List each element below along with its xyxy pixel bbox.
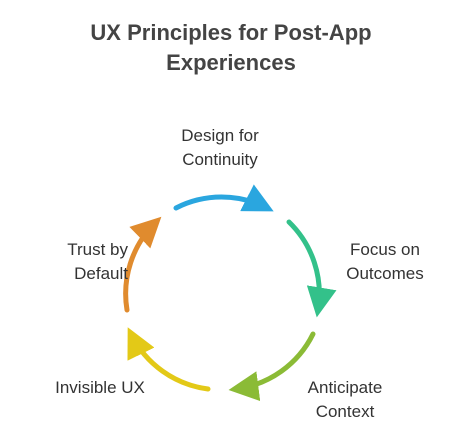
step-label-line: Outcomes xyxy=(346,264,424,283)
step-label-line: Design for xyxy=(181,126,259,145)
arrow-trust-to-design xyxy=(123,216,162,313)
title-line-2: Experiences xyxy=(166,50,296,75)
arrow-invisible-to-trust xyxy=(127,327,211,392)
step-trust-by-default: Trust by Default xyxy=(18,238,128,286)
arrow-focus-to-anticipate xyxy=(286,219,337,318)
diagram-title: UX Principles for Post-App Experiences xyxy=(0,18,462,78)
title-line-1: UX Principles for Post-App xyxy=(90,20,372,45)
step-label-line: Anticipate xyxy=(307,378,383,397)
step-invisible-ux: Invisible UX xyxy=(30,376,170,400)
step-label-line: Continuity xyxy=(182,150,258,169)
step-anticipate-context: Anticipate Context xyxy=(290,376,400,424)
step-label-line: Default xyxy=(74,264,128,283)
step-label-line: Invisible UX xyxy=(55,378,145,397)
step-label-line: Context xyxy=(315,402,375,421)
step-focus-on-outcomes: Focus on Outcomes xyxy=(330,238,440,286)
arrow-design-to-focus xyxy=(173,184,274,212)
step-label-line: Trust by xyxy=(67,240,128,259)
step-design-for-continuity: Design for Continuity xyxy=(150,124,290,172)
arrow-anticipate-to-invisible xyxy=(228,331,316,402)
step-label-line: Focus on xyxy=(350,240,420,259)
